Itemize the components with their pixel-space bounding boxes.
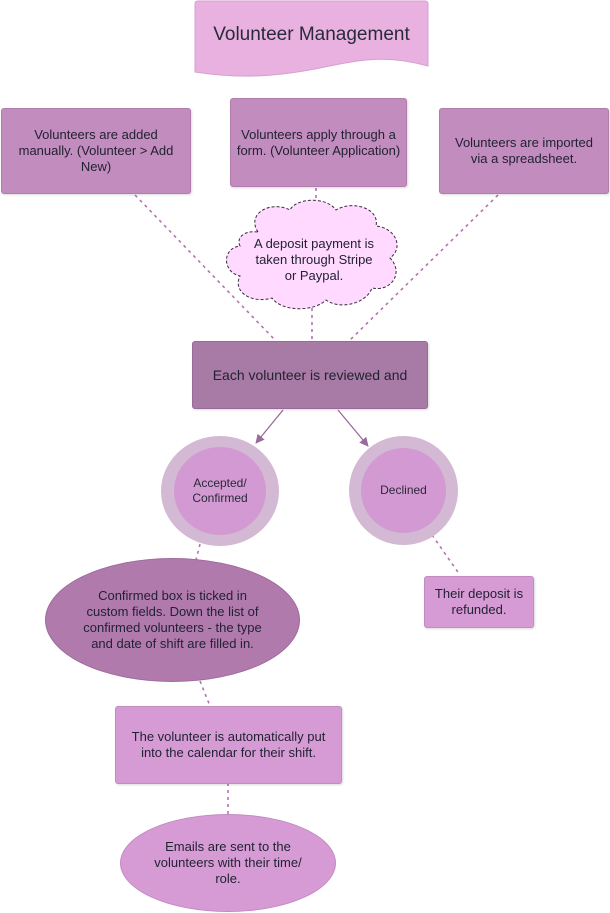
source-form-text: Volunteers apply through a form. (Volunt…	[236, 126, 401, 158]
calendar-step-box: The volunteer is automatically put into …	[115, 706, 342, 784]
source-import-box: Volunteers are imported via a spreadshee…	[439, 108, 609, 194]
declined-circle: Declined	[349, 436, 458, 545]
connector-declined-to-refund	[431, 534, 461, 576]
diagram-title: Volunteer Management	[195, 2, 428, 68]
email-step-text: Emails are sent to the volunteers with t…	[154, 839, 302, 886]
source-form-box: Volunteers apply through a form. (Volunt…	[230, 98, 407, 187]
declined-circle-inner: Declined	[361, 448, 446, 533]
review-text: Each volunteer is reviewed and	[212, 367, 408, 383]
confirmed-step-ellipse: Confirmed box is ticked in custom fields…	[45, 558, 300, 682]
calendar-step-text: The volunteer is automatically put into …	[131, 729, 326, 760]
accepted-circle-inner: Accepted/ Confirmed	[174, 447, 266, 535]
arrow-review-to-accepted	[255, 409, 284, 444]
source-import-text: Volunteers are imported via a spreadshee…	[454, 135, 594, 166]
source-manual-text: Volunteers are added manually. (Voluntee…	[18, 127, 174, 174]
arrow-review-to-declined	[337, 409, 369, 447]
connector-accepted-to-confirmed	[195, 543, 201, 561]
refund-text: Their deposit is refunded.	[434, 586, 524, 617]
source-manual-box: Volunteers are added manually. (Voluntee…	[1, 108, 191, 194]
confirmed-step-text: Confirmed box is ticked in custom fields…	[83, 588, 262, 651]
email-step-ellipse: Emails are sent to the volunteers with t…	[120, 814, 336, 912]
deposit-cloud-text: A deposit payment is taken through Strip…	[254, 236, 374, 283]
review-box: Each volunteer is reviewed and	[192, 341, 428, 409]
declined-text: Declined	[380, 483, 427, 497]
accepted-circle: Accepted/ Confirmed	[161, 436, 279, 546]
diagram-title-text: Volunteer Management	[213, 24, 410, 45]
connector-confirmed-to-calendar	[199, 680, 211, 707]
refund-box: Their deposit is refunded.	[424, 576, 534, 628]
accepted-text: Accepted/ Confirmed	[192, 476, 248, 505]
deposit-cloud: A deposit payment is taken through Strip…	[250, 222, 378, 298]
